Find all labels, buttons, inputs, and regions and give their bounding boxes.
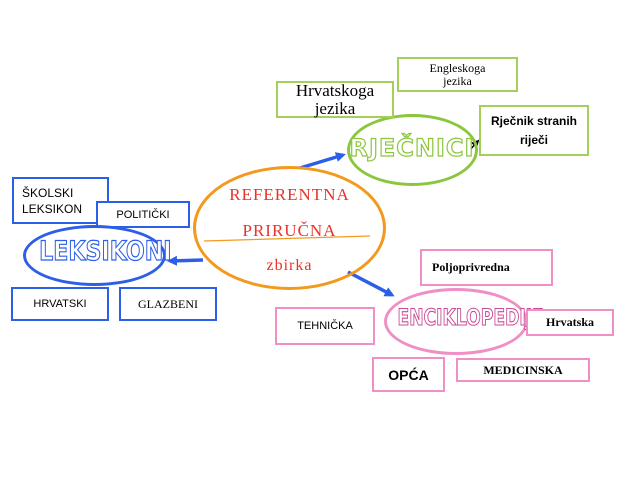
node-enciklopedije-label: ENCIKLOPEDIJE: [397, 306, 544, 331]
box-glazbeni: GLAZBENI: [119, 287, 217, 321]
center-line-3: zbirka: [266, 257, 313, 274]
box-tehnicka: TEHNIČKA: [275, 307, 375, 345]
node-rjecnici-label: RJEČNICI: [349, 134, 475, 162]
center-line-1: REFERENTNA: [229, 185, 350, 204]
box-hrvatska: Hrvatska: [526, 309, 614, 336]
box-medicinska: MEDICINSKA: [456, 358, 590, 382]
box-hrvatski: HRVATSKI: [11, 287, 109, 321]
arrow-to-enciklopedije: [347, 270, 395, 297]
box-skolski-leksikon: ŠKOLSKI LEKSIKON: [12, 177, 109, 224]
box-poljoprivredna: Poljoprivredna: [420, 249, 553, 286]
box-politicki: POLITIČKI: [96, 201, 190, 228]
arrow-to-leksikoni: [167, 255, 204, 266]
node-rjecnici-ellipse: [347, 114, 478, 186]
node-leksikoni-ellipse: [23, 225, 166, 286]
box-engleskoga-jezika: Engleskoga jezika: [397, 57, 518, 92]
arrow-to-rjecnici: [299, 152, 346, 170]
box-opca: OPĆA: [372, 357, 445, 392]
center-node-referentna-prirucna-zbirka: REFERENTNA PRIRUČNA zbirka: [193, 166, 386, 290]
box-rjecnik-stranih-rijeci: Rječnik stranih riječi: [479, 105, 589, 156]
box-hrvatskoga-jezika: Hrvatskoga jezika: [276, 81, 394, 118]
node-leksikoni-label: LEKSIKONI: [39, 236, 172, 267]
center-line-2: PRIRUČNA: [242, 221, 337, 240]
